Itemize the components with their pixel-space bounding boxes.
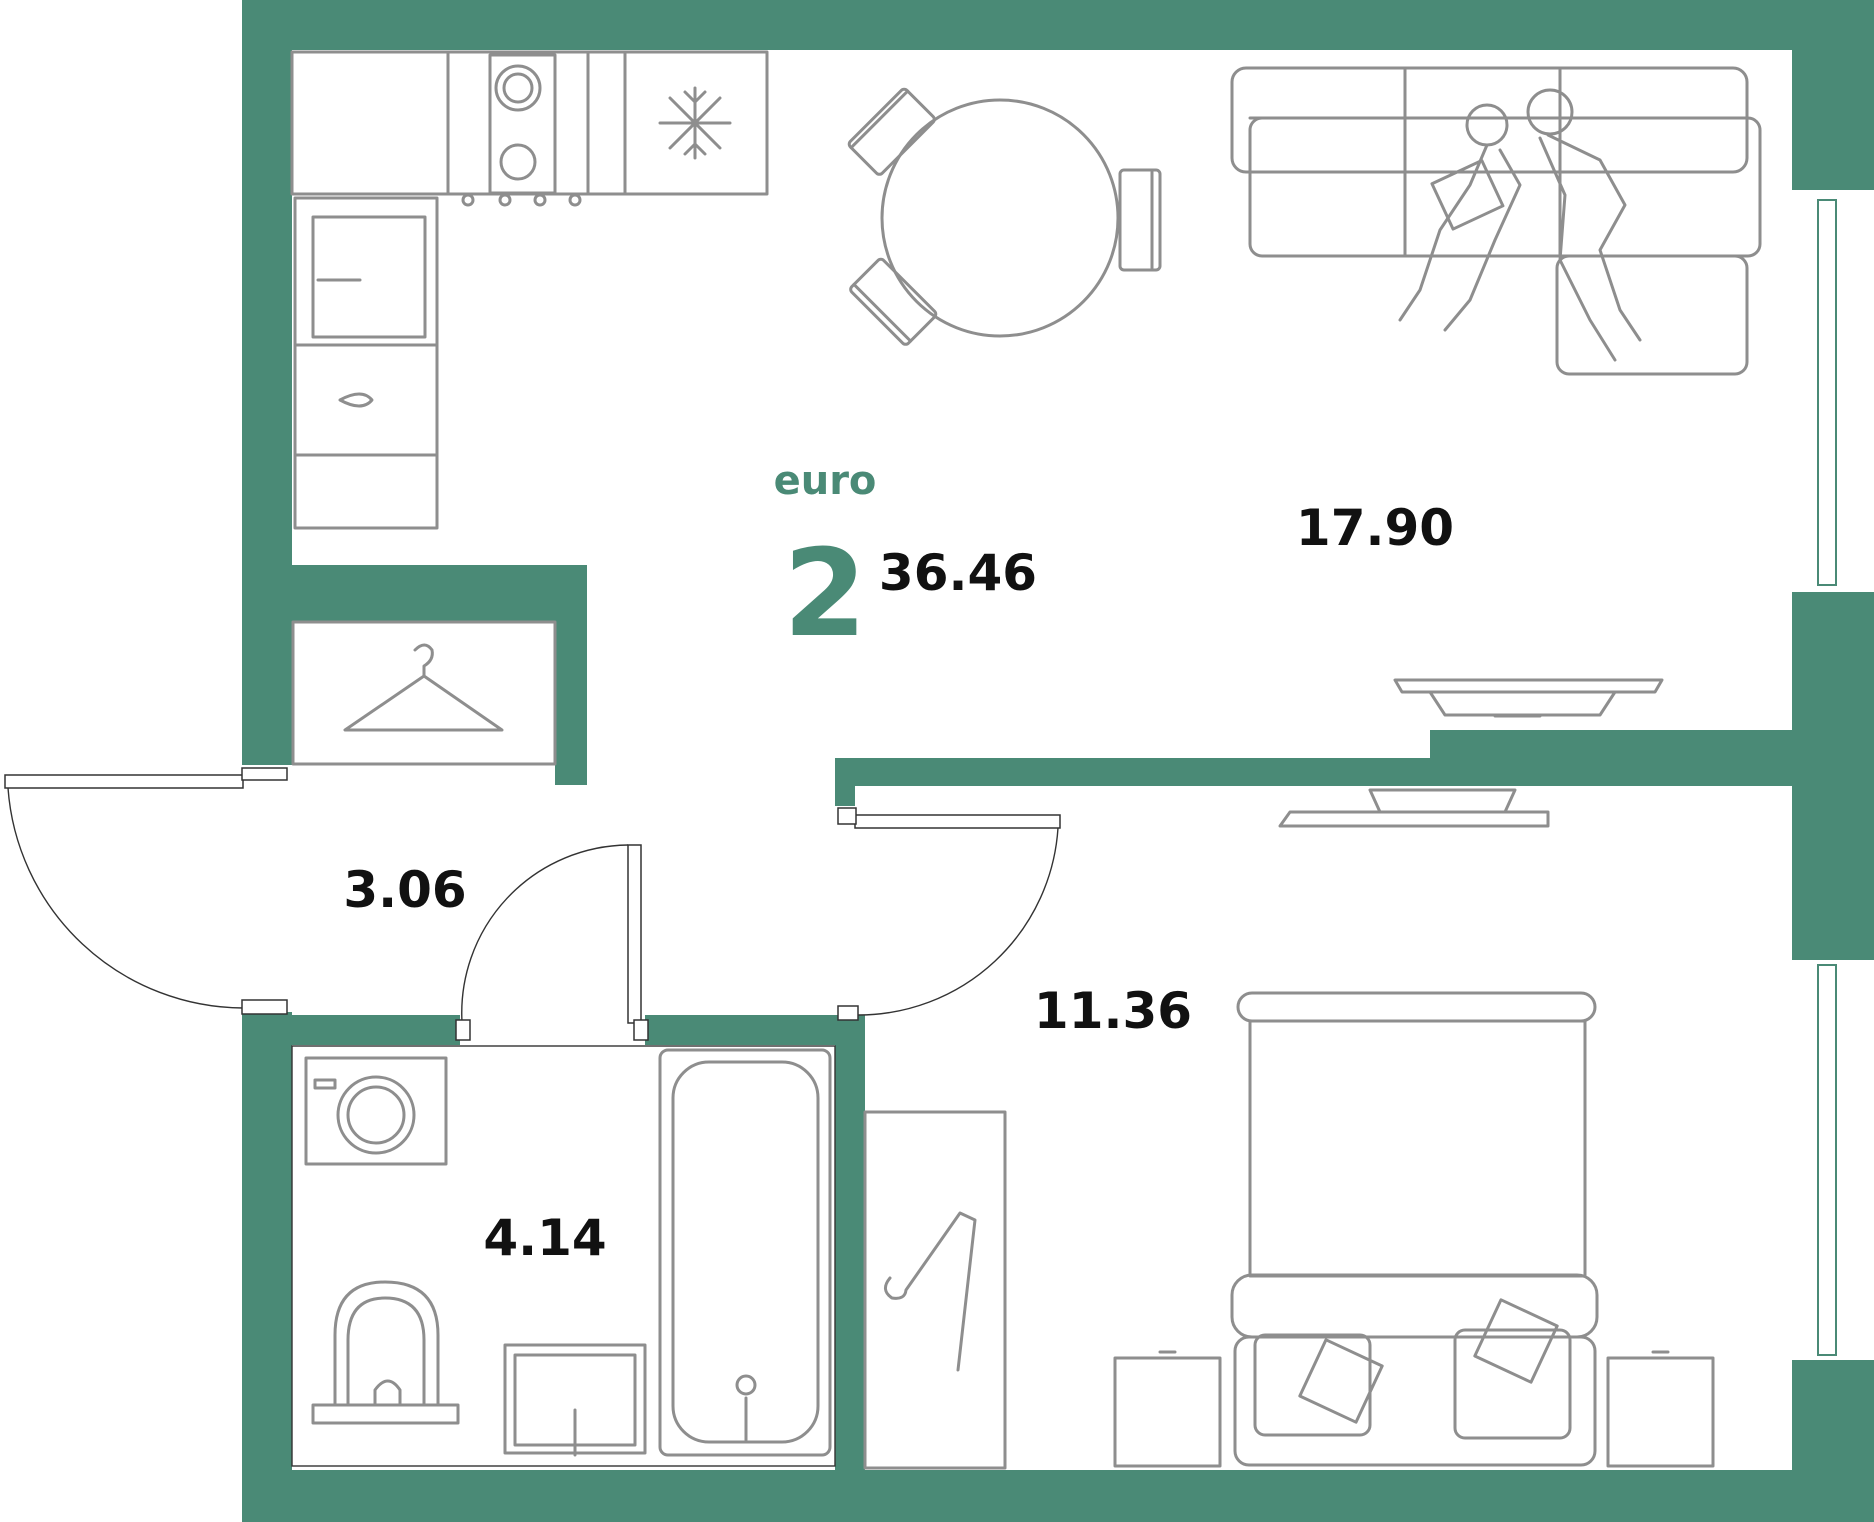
windows bbox=[1817, 199, 1837, 1356]
bathroom-door-leaf bbox=[627, 844, 642, 1024]
bed-icon bbox=[1113, 991, 1715, 1468]
bathtub-icon bbox=[658, 1048, 832, 1457]
rooms-count: 2 bbox=[783, 525, 867, 664]
living-area: 17.90 bbox=[1296, 499, 1454, 557]
sofa-icon bbox=[1230, 66, 1762, 376]
hallway-area: 3.06 bbox=[343, 861, 466, 919]
entrance-door-leaf bbox=[4, 774, 244, 789]
hanger-icon bbox=[291, 620, 557, 766]
kitchen-counter bbox=[290, 50, 769, 530]
tv-icon bbox=[1393, 678, 1664, 718]
tv-bedroom-icon bbox=[1278, 788, 1550, 828]
bathroom-area: 4.14 bbox=[483, 1209, 606, 1267]
total-area: 36.46 bbox=[879, 544, 1037, 602]
sink-icon bbox=[503, 1343, 647, 1457]
wardrobe-icon bbox=[863, 1110, 1007, 1470]
dining-table-icon bbox=[847, 87, 1162, 346]
bedroom-door-leaf bbox=[854, 814, 1061, 829]
snowflake-icon bbox=[658, 86, 732, 160]
stove-icon bbox=[461, 53, 582, 207]
washing-machine-icon bbox=[304, 1056, 448, 1166]
toilet-icon bbox=[311, 1280, 460, 1425]
bedroom-area: 11.36 bbox=[1034, 982, 1192, 1040]
people-icon bbox=[1398, 88, 1642, 362]
walls bbox=[242, 0, 1874, 1522]
plan-type-label: euro bbox=[774, 458, 877, 504]
doors bbox=[4, 767, 1061, 1041]
